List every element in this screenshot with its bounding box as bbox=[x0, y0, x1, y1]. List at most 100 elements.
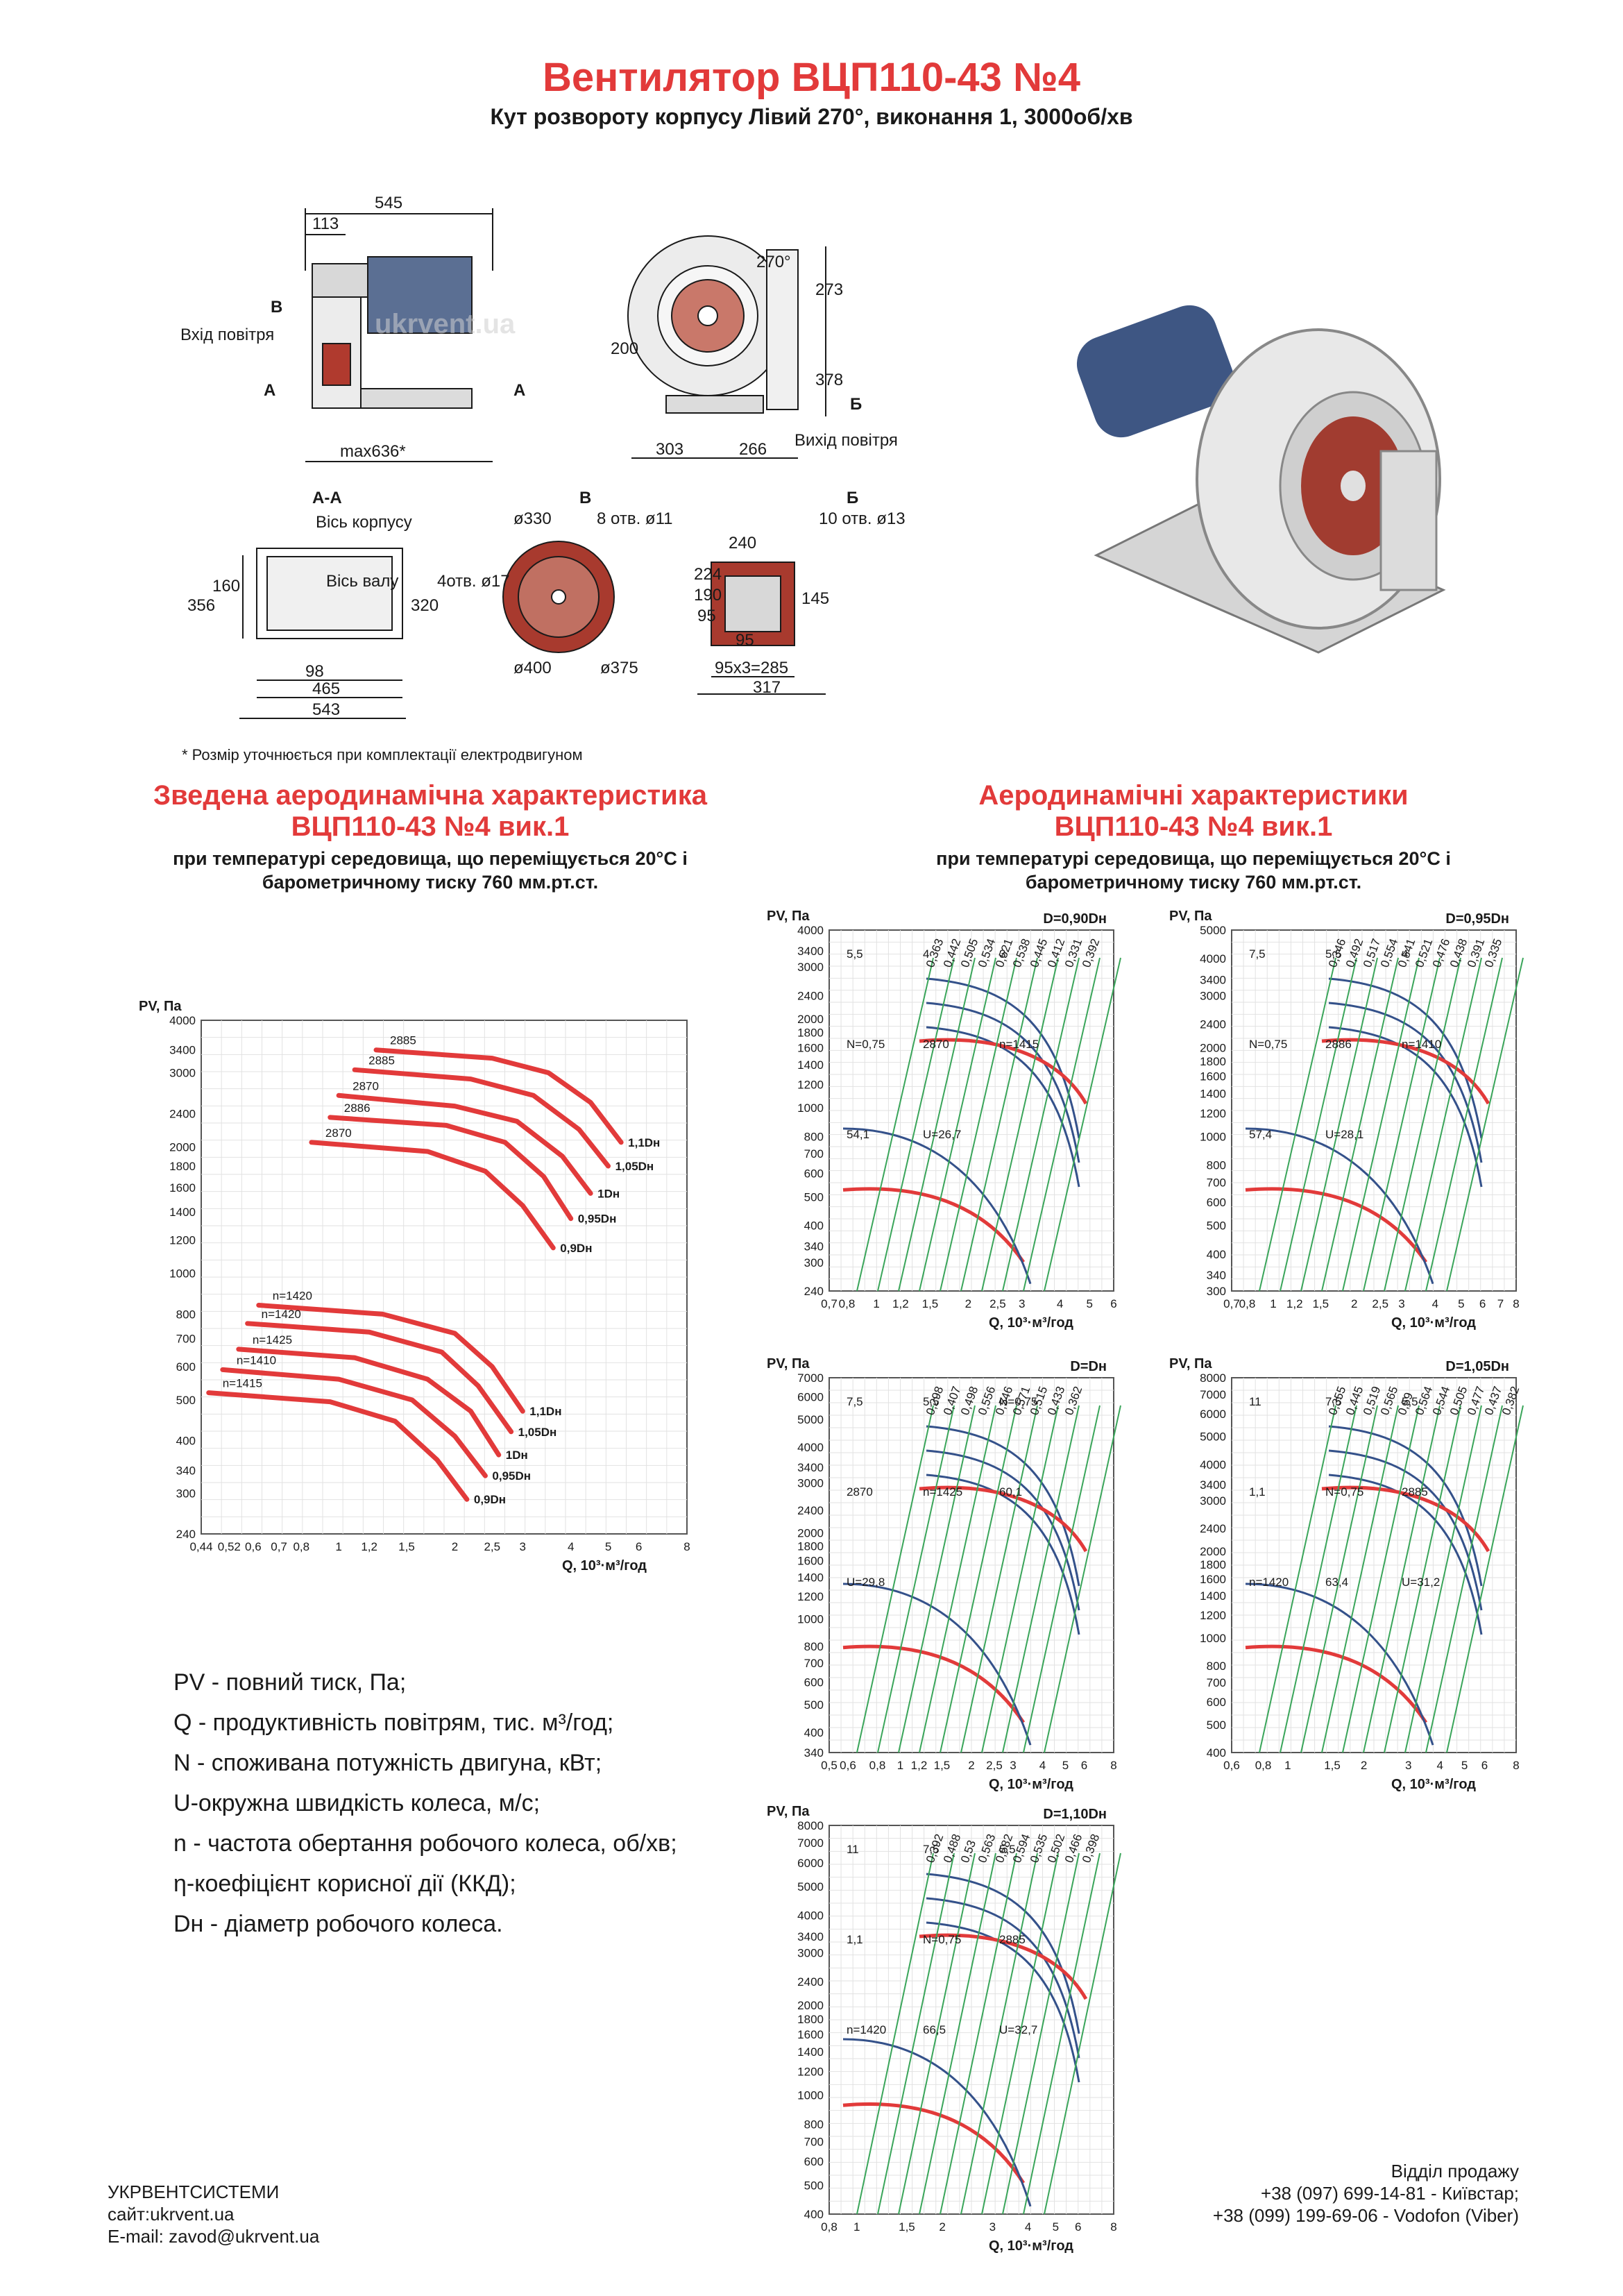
curve-label: N=0,75 bbox=[1249, 1038, 1287, 1051]
curve-label: N=0,75 bbox=[847, 1038, 885, 1051]
efficiency-line bbox=[1363, 1405, 1441, 1753]
x-tick-label: 6 bbox=[1481, 1759, 1488, 1772]
view-b-title: Б bbox=[847, 489, 858, 507]
x-axis-label: Q, 10³·м³/год bbox=[989, 1777, 1073, 1792]
dim-273: 273 bbox=[815, 280, 843, 299]
dim-d400: ø400 bbox=[513, 659, 552, 677]
right-condition-line2: барометричному тиску 760 мм.рт.ст. bbox=[1025, 872, 1362, 893]
efficiency-line bbox=[856, 1405, 934, 1753]
y-tick-label: 800 bbox=[804, 2118, 824, 2131]
curve-label: 11 bbox=[1249, 1395, 1261, 1408]
x-tick-label: 2 bbox=[939, 2220, 945, 2234]
curve-label: 54,1 bbox=[847, 1128, 869, 1141]
efficiency-line bbox=[856, 1852, 934, 2215]
series-line bbox=[352, 1067, 611, 1169]
curve-label: n=1425 bbox=[923, 1485, 962, 1499]
efficiency-line bbox=[856, 957, 934, 1292]
curve-label: 11 bbox=[847, 1843, 859, 1856]
company-email[interactable]: E-mail: zavod@ukrvent.ua bbox=[108, 2226, 320, 2247]
power-curve bbox=[926, 1897, 1080, 2059]
y-tick-label: 6000 bbox=[1200, 1408, 1226, 1421]
y-tick-label: 7000 bbox=[797, 1837, 824, 1850]
company-site[interactable]: сайт:ukrvent.ua bbox=[108, 2204, 235, 2225]
x-tick-label: 1 bbox=[1270, 1297, 1276, 1310]
left-condition-line2: барометричному тиску 760 мм.рт.ст. bbox=[262, 872, 599, 893]
y-tick-label: 340 bbox=[804, 1746, 824, 1759]
curve-label: n=1415 bbox=[999, 1038, 1039, 1051]
power-curve bbox=[1328, 1474, 1483, 1635]
x-tick-label: 4 bbox=[1437, 1759, 1443, 1772]
y-tick-label: 800 bbox=[1207, 1159, 1226, 1172]
curve-label: 2885 bbox=[1402, 1485, 1428, 1499]
y-axis-label: PV, Па bbox=[767, 909, 810, 924]
curve-label: 57,4 bbox=[1249, 1128, 1272, 1141]
power-curve-low bbox=[842, 2038, 1032, 2207]
x-tick-label: 3 bbox=[1019, 1297, 1025, 1310]
legend-item-q: Q - продуктивність повітрям, тис. м³/год… bbox=[173, 1710, 614, 1736]
x-tick-label: 2,5 bbox=[484, 1540, 500, 1553]
size-note: * Розмір уточнюється при комплектації ел… bbox=[182, 746, 583, 763]
efficiency-line bbox=[1044, 1852, 1121, 2215]
series-end-label: 1Dн bbox=[597, 1187, 620, 1200]
dim-317: 317 bbox=[753, 678, 781, 697]
section-aa-title: А-А bbox=[312, 489, 342, 507]
x-tick-label: 0,7 bbox=[821, 1297, 838, 1310]
phone-kyivstar[interactable]: +38 (097) 699-14-81 - Київстар; bbox=[1260, 2183, 1519, 2204]
dim-d375: ø375 bbox=[600, 659, 638, 677]
y-tick-label: 3400 bbox=[797, 1930, 824, 1943]
efficiency-line bbox=[919, 1852, 996, 2215]
x-tick-label: 1 bbox=[873, 1297, 879, 1310]
dim-303: 303 bbox=[656, 440, 683, 459]
y-tick-label: 1400 bbox=[169, 1206, 196, 1219]
dim-113: 113 bbox=[312, 214, 339, 233]
y-tick-label: 800 bbox=[1207, 1660, 1226, 1673]
efficiency-line bbox=[1321, 957, 1399, 1292]
efficiency-line bbox=[898, 1852, 976, 2215]
pressure-curve-high bbox=[919, 1485, 1088, 1553]
series-line bbox=[245, 1321, 514, 1435]
efficiency-line bbox=[1002, 1852, 1080, 2215]
view-v-title: В bbox=[579, 489, 591, 507]
pressure-curve-high bbox=[1321, 1038, 1490, 1105]
pressure-curve-high bbox=[1321, 1485, 1490, 1553]
y-axis-label: PV, Па bbox=[767, 1356, 810, 1371]
y-tick-label: 2400 bbox=[169, 1107, 196, 1120]
y-tick-label: 8000 bbox=[1200, 1371, 1226, 1385]
efficiency-line bbox=[1259, 957, 1336, 1292]
efficiency-line bbox=[1404, 1405, 1482, 1753]
series-end-label: 0,9Dн bbox=[474, 1493, 506, 1506]
curve-label: 4 bbox=[923, 947, 929, 961]
power-curve-low bbox=[842, 1582, 1032, 1746]
power-curve bbox=[926, 1921, 1080, 2083]
y-tick-label: 1400 bbox=[797, 1058, 824, 1072]
footer-left: УКРВЕНТСИСТЕМИ сайт:ukrvent.ua E-mail: z… bbox=[108, 2181, 319, 2247]
x-tick-label: 4 bbox=[1057, 1297, 1063, 1310]
efficiency-line bbox=[981, 1405, 1059, 1753]
x-tick-label: 1 bbox=[897, 1759, 903, 1772]
dim-356: 356 bbox=[187, 596, 215, 615]
dim-98: 98 bbox=[305, 662, 324, 681]
y-axis-label: PV, Па bbox=[1169, 1356, 1212, 1371]
technical-drawing: 545 113 max636* В Вхід повітря А А 270° … bbox=[180, 194, 906, 719]
y-tick-label: 700 bbox=[804, 2135, 824, 2148]
dim-543: 543 bbox=[312, 700, 340, 719]
y-tick-label: 1800 bbox=[1200, 1055, 1226, 1068]
power-curve bbox=[1328, 1449, 1483, 1611]
efficiency-line bbox=[1044, 957, 1121, 1292]
y-tick-label: 4000 bbox=[1200, 1458, 1226, 1471]
y-tick-label: 5000 bbox=[797, 1880, 824, 1893]
curve-label: 3 bbox=[999, 947, 1005, 961]
y-tick-label: 700 bbox=[804, 1657, 824, 1670]
phone-vodafone[interactable]: +38 (099) 199-69-06 - Vodofon (Viber) bbox=[1212, 2205, 1519, 2226]
y-tick-label: 1000 bbox=[797, 2089, 824, 2102]
side-view bbox=[305, 208, 493, 462]
x-tick-label: 1,5 bbox=[934, 1759, 951, 1772]
y-tick-label: 3000 bbox=[169, 1067, 196, 1080]
x-tick-label: 1,2 bbox=[911, 1759, 928, 1772]
x-tick-label: 1,5 bbox=[398, 1540, 415, 1553]
y-tick-label: 800 bbox=[804, 1640, 824, 1653]
